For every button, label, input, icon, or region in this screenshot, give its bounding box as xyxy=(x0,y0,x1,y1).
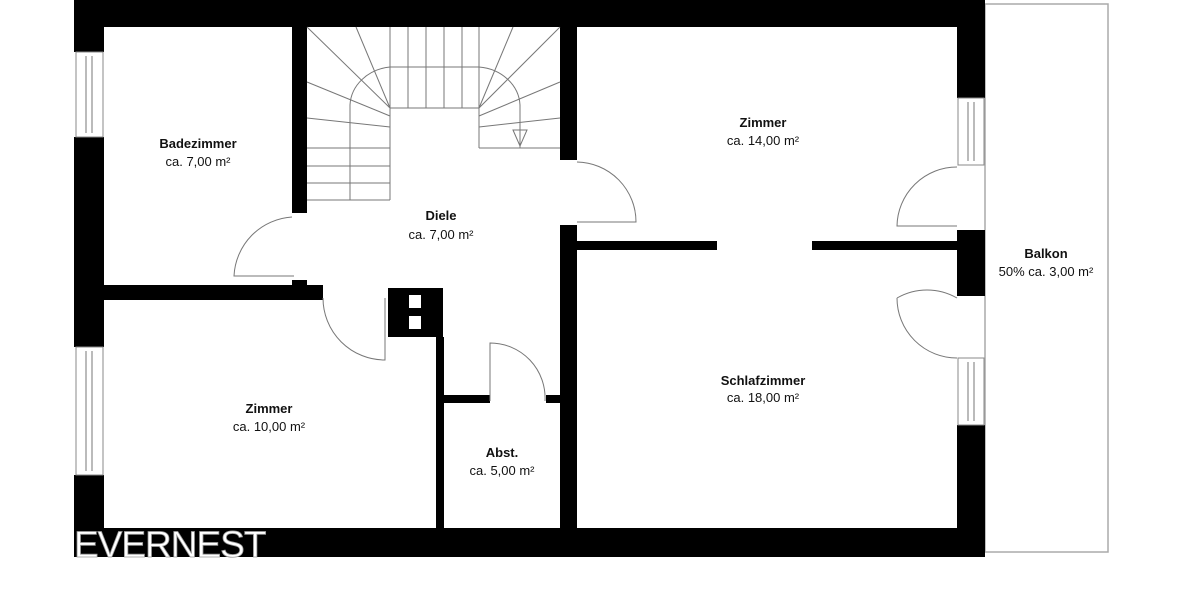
room-zimmer-10: Zimmer ca. 10,00 m² xyxy=(233,401,306,434)
windows xyxy=(75,51,985,476)
room-abstellraum: Abst. ca. 5,00 m² xyxy=(469,445,535,478)
room-area: ca. 5,00 m² xyxy=(469,463,535,478)
room-name: Badezimmer xyxy=(159,136,236,151)
staircase xyxy=(306,26,561,201)
room-badezimmer: Badezimmer ca. 7,00 m² xyxy=(159,136,236,169)
room-balkon: Balkon 50% ca. 3,00 m² xyxy=(999,246,1094,279)
room-name: Diele xyxy=(425,208,456,223)
room-area: ca. 7,00 m² xyxy=(408,227,474,242)
room-area: ca. 7,00 m² xyxy=(165,154,231,169)
outer-walls xyxy=(74,0,985,557)
room-name: Schlafzimmer xyxy=(721,373,806,388)
interior-walls xyxy=(104,27,957,528)
chimney xyxy=(388,288,443,337)
room-diele: Diele ca. 7,00 m² xyxy=(408,208,474,242)
room-schlafzimmer: Schlafzimmer ca. 18,00 m² xyxy=(721,373,806,405)
room-name: Zimmer xyxy=(740,115,787,130)
room-area: ca. 18,00 m² xyxy=(727,390,800,405)
evernest-logo: EVERNEST xyxy=(74,524,266,565)
stair-direction-arrow-icon xyxy=(512,105,528,148)
room-area: 50% ca. 3,00 m² xyxy=(999,264,1094,279)
room-area: ca. 14,00 m² xyxy=(727,133,800,148)
doors xyxy=(233,161,958,402)
room-name: Balkon xyxy=(1024,246,1067,261)
room-name: Zimmer xyxy=(246,401,293,416)
room-name: Abst. xyxy=(486,445,519,460)
room-zimmer-14: Zimmer ca. 14,00 m² xyxy=(727,115,800,148)
room-area: ca. 10,00 m² xyxy=(233,419,306,434)
